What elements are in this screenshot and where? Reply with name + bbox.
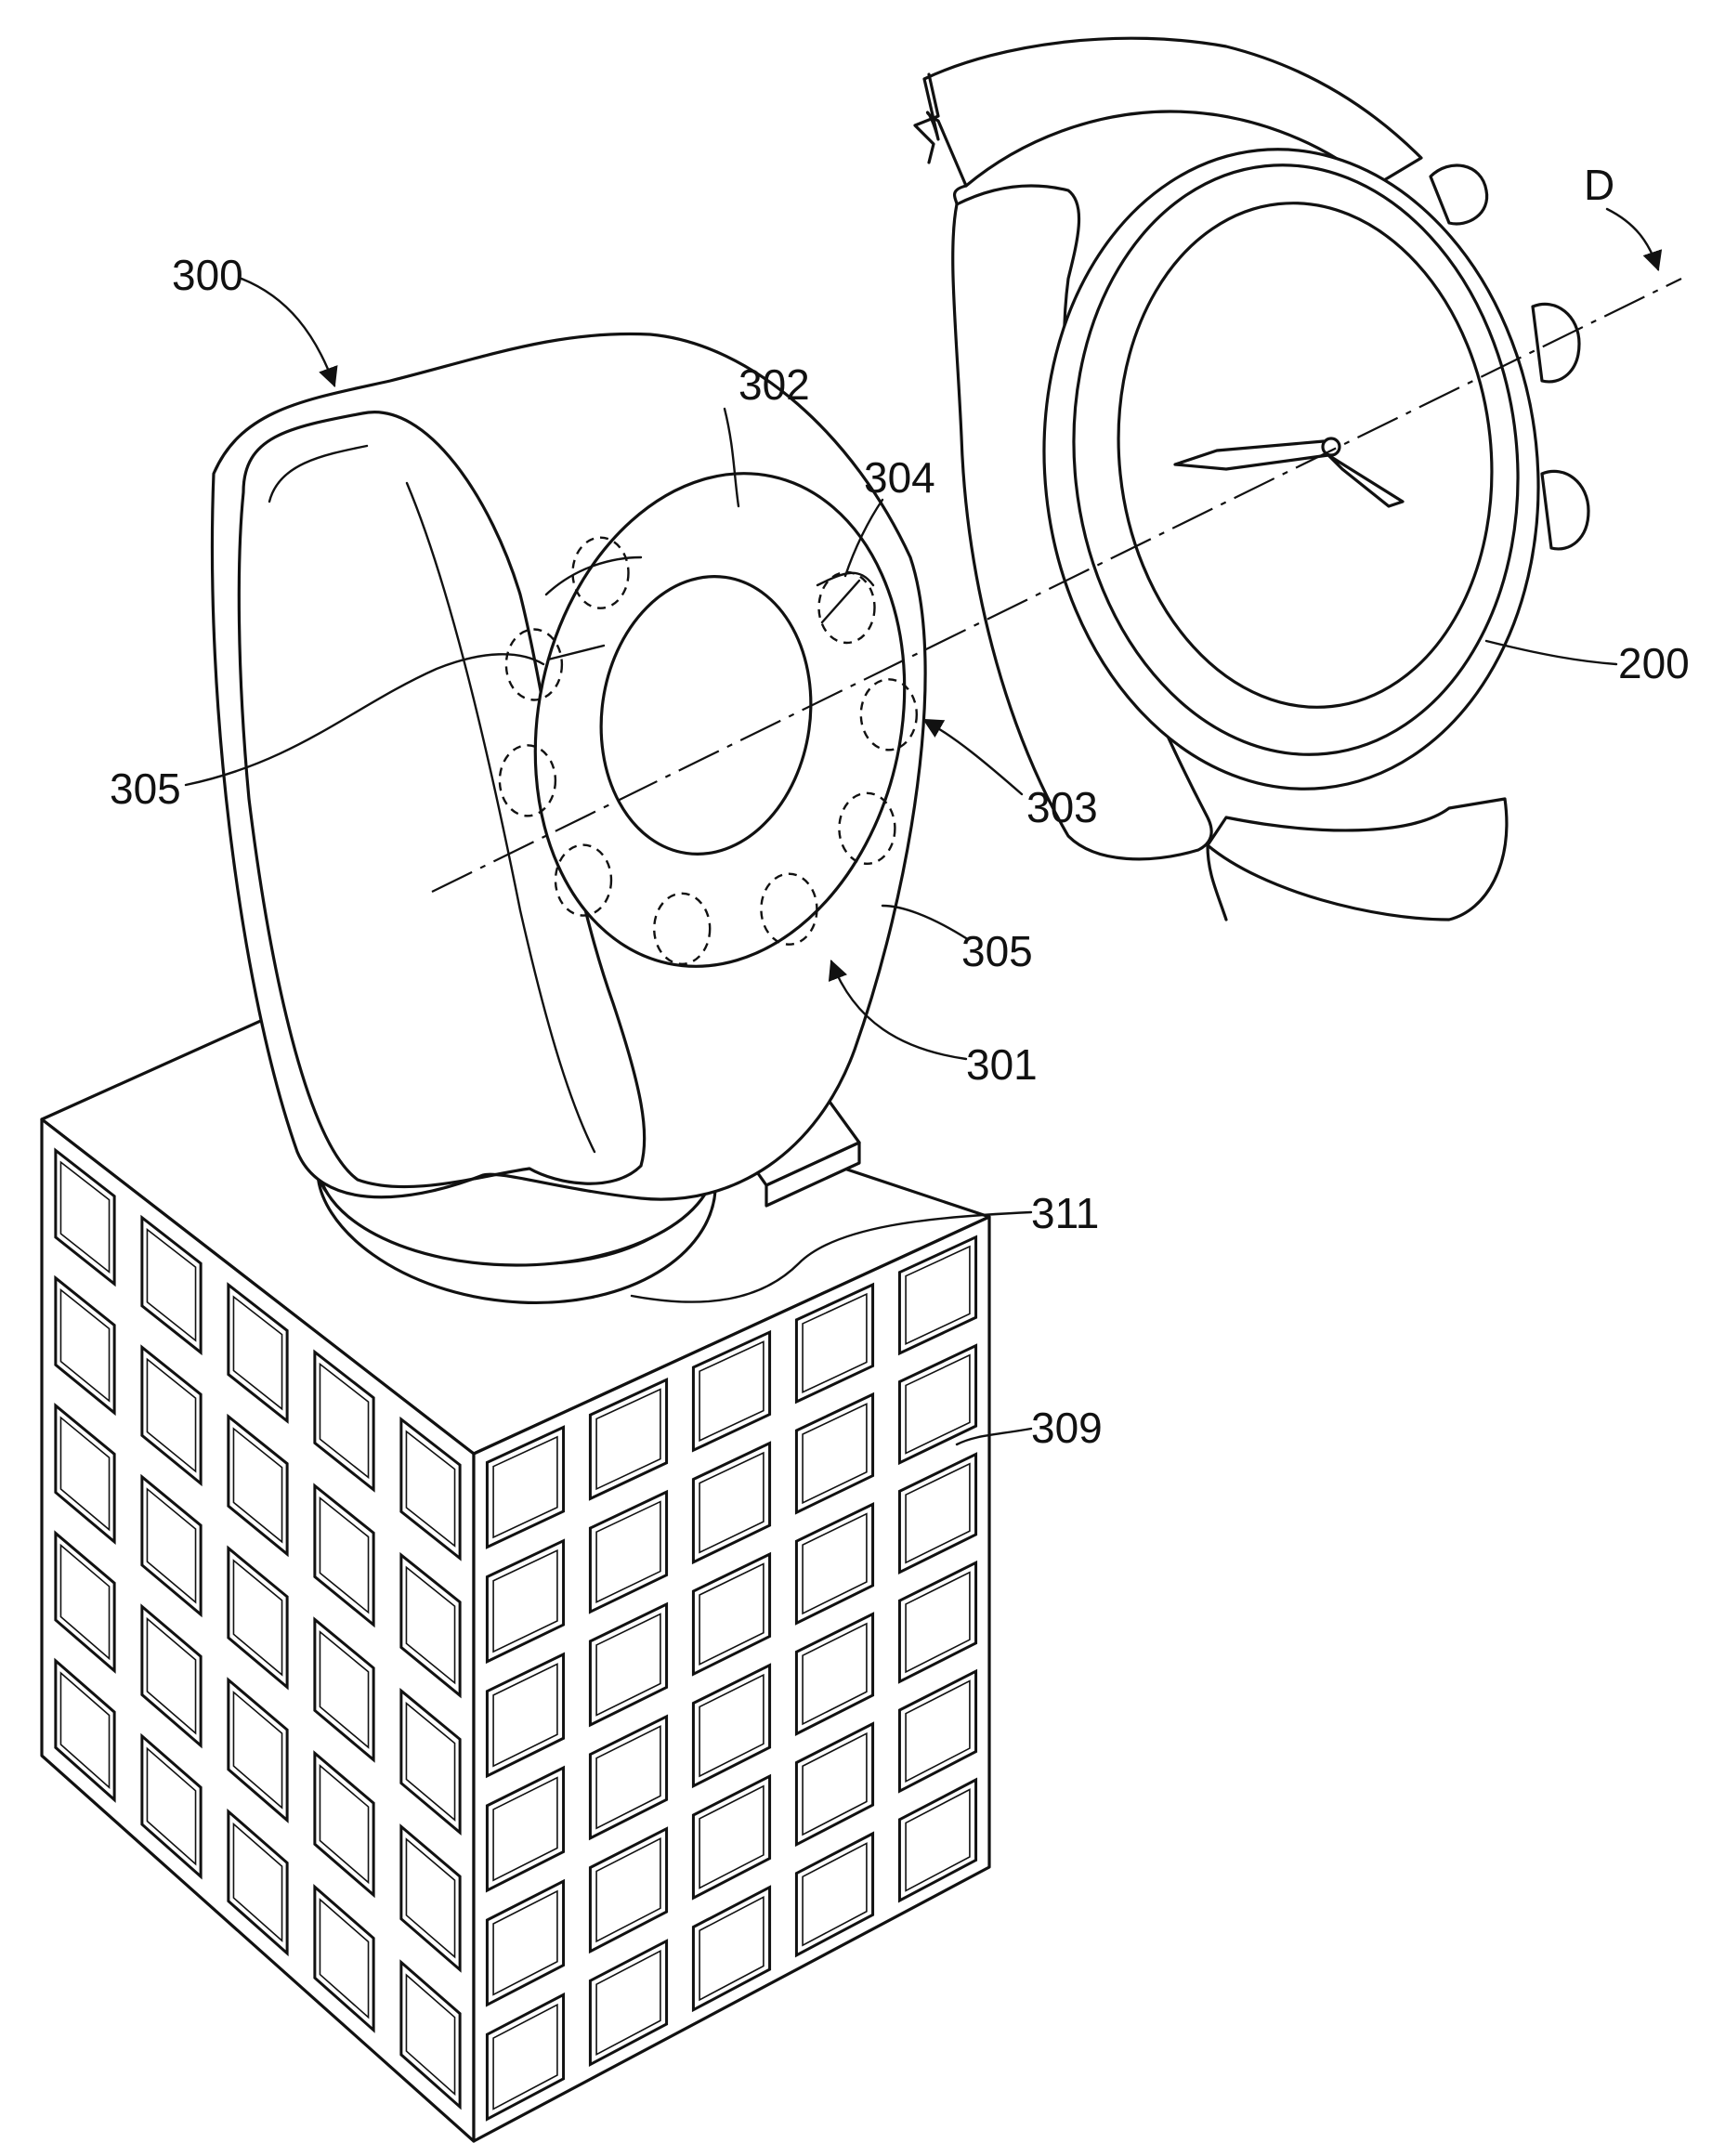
- label-302: 302: [738, 360, 810, 409]
- label-311: 311: [1031, 1189, 1099, 1237]
- label-301: 301: [966, 1040, 1038, 1089]
- label-200: 200: [1618, 639, 1690, 687]
- label-305-right: 305: [961, 927, 1033, 975]
- label-300: 300: [172, 251, 243, 299]
- label-309: 309: [1031, 1404, 1103, 1452]
- label-305-left: 305: [110, 764, 181, 813]
- label-303: 303: [1026, 783, 1098, 831]
- wrist-device: [212, 333, 948, 1199]
- label-D: D: [1584, 161, 1614, 209]
- watch: [915, 38, 1588, 920]
- label-304: 304: [864, 453, 935, 502]
